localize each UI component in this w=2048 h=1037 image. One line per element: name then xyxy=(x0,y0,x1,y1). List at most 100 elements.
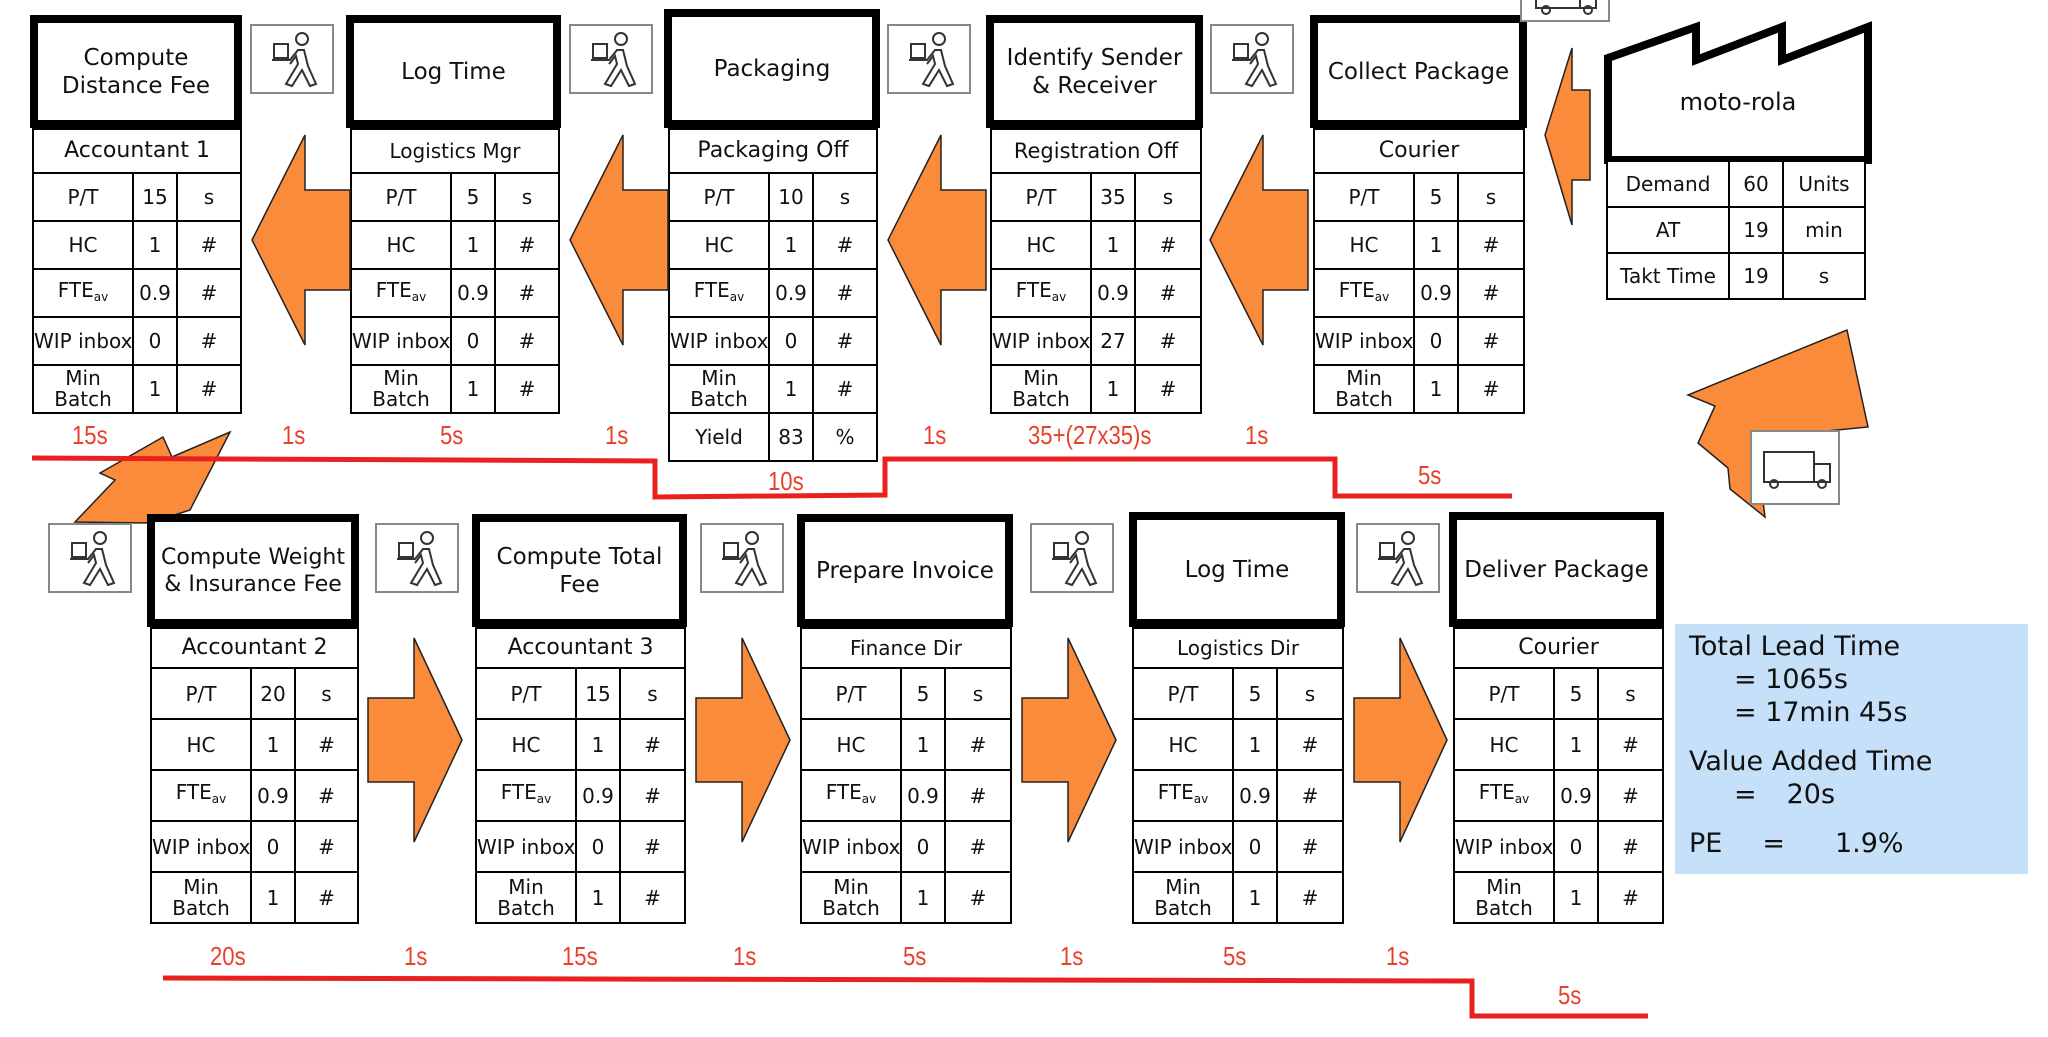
demand-value: 60 xyxy=(1728,160,1784,208)
batch-value: 1 xyxy=(1553,871,1599,924)
fte-value: 0.9 xyxy=(250,769,296,822)
at-unit: min xyxy=(1782,206,1866,254)
batch-unit: # xyxy=(1134,364,1202,414)
fte-label: FTEav xyxy=(800,769,902,822)
wip-value: 27 xyxy=(1090,316,1136,366)
pt-unit: s xyxy=(618,667,687,720)
hc-value: 1 xyxy=(1553,718,1599,771)
pt-label: P/T xyxy=(350,172,452,222)
pt-unit: s xyxy=(1275,667,1345,720)
hc-label: HC xyxy=(1313,220,1415,270)
wip-value: 0 xyxy=(575,820,621,873)
process-box-compute-weight-insurance-fee[interactable]: Compute Weight & Insurance Fee xyxy=(147,514,359,627)
pt-value: 5 xyxy=(900,667,946,720)
process-box-deliver-package[interactable]: Deliver Package xyxy=(1449,512,1664,627)
push-arrow-icon xyxy=(1021,637,1117,843)
operator-walking-icon xyxy=(700,523,784,593)
pt-unit: s xyxy=(175,172,243,222)
operator-walking-icon xyxy=(1356,523,1440,593)
hc-unit: # xyxy=(618,718,687,771)
process-owner: Accountant 1 xyxy=(31,128,243,174)
timeline-label: 1s xyxy=(923,420,947,450)
fte-unit: # xyxy=(493,268,561,318)
fte-value: 0.9 xyxy=(1413,268,1459,318)
fte-unit: # xyxy=(1596,769,1665,822)
fte-label: FTEav xyxy=(1132,769,1234,822)
pt-value: 15 xyxy=(575,667,621,720)
pt-label: P/T xyxy=(990,172,1092,222)
batch-unit: # xyxy=(175,364,243,414)
hc-unit: # xyxy=(1456,220,1526,270)
process-owner: Registration Off xyxy=(990,128,1202,174)
wip-unit: # xyxy=(293,820,360,873)
pt-unit: s xyxy=(493,172,561,222)
hc-value: 1 xyxy=(1232,718,1278,771)
batch-value: 1 xyxy=(1090,364,1136,414)
hc-value: 1 xyxy=(575,718,621,771)
timeline-label: 5s xyxy=(1223,941,1247,971)
batch-value: 1 xyxy=(1413,364,1459,414)
process-box-packaging[interactable]: Packaging xyxy=(664,9,880,128)
batch-label: Min Batch xyxy=(668,364,770,414)
fte-value: 0.9 xyxy=(1090,268,1136,318)
process-title: Compute Weight & Insurance Fee xyxy=(161,544,345,597)
hc-unit: # xyxy=(175,220,243,270)
total-lead-time-minutes: = 17min 45s xyxy=(1734,697,1908,728)
timeline-label: 1s xyxy=(605,420,629,450)
process-owner: Accountant 2 xyxy=(149,627,360,669)
process-title: Packaging xyxy=(713,55,831,82)
timeline-label: 1s xyxy=(733,941,757,971)
wip-label: WIP inbox xyxy=(150,820,252,873)
yield-unit: % xyxy=(811,412,879,462)
process-box-log-time[interactable]: Log Time xyxy=(1129,512,1345,627)
batch-label: Min Batch xyxy=(350,364,452,414)
wip-value: 0 xyxy=(450,316,496,366)
process-box-collect-package[interactable]: Collect Package xyxy=(1310,15,1527,128)
batch-unit: # xyxy=(811,364,879,414)
timeline-label: 1s xyxy=(1245,420,1269,450)
pt-value: 5 xyxy=(450,172,496,222)
at-label: AT xyxy=(1606,206,1730,254)
hc-value: 1 xyxy=(900,718,946,771)
takt-label: Takt Time xyxy=(1606,252,1730,300)
batch-unit: # xyxy=(293,871,360,924)
fte-unit: # xyxy=(175,268,243,318)
process-box-prepare-invoice[interactable]: Prepare Invoice xyxy=(797,514,1013,627)
wip-value: 0 xyxy=(1553,820,1599,873)
truck-icon xyxy=(1750,430,1840,505)
batch-label: Min Batch xyxy=(990,364,1092,414)
fte-value: 0.9 xyxy=(1553,769,1599,822)
fte-label: FTEav xyxy=(475,769,577,822)
process-owner: Logistics Mgr xyxy=(349,128,561,174)
process-title: Identify Sender & Receiver xyxy=(1006,44,1183,99)
process-box-log-time[interactable]: Log Time xyxy=(346,15,561,128)
timeline-label: 15s xyxy=(562,941,598,971)
fte-label: FTEav xyxy=(1453,769,1555,822)
pt-unit: s xyxy=(293,667,360,720)
process-box-identify-sender-receiver[interactable]: Identify Sender & Receiver xyxy=(986,15,1203,128)
timeline-label: 5s xyxy=(1418,460,1442,490)
hc-value: 1 xyxy=(1090,220,1136,270)
hc-unit: # xyxy=(1596,718,1665,771)
process-owner: Logistics Dir xyxy=(1131,627,1345,669)
hc-value: 1 xyxy=(132,220,178,270)
timeline-label: 1s xyxy=(1060,941,1084,971)
process-box-compute-distance-fee[interactable]: Compute Distance Fee xyxy=(30,15,242,128)
process-owner: Courier xyxy=(1312,128,1526,174)
push-arrow-icon xyxy=(1544,47,1591,226)
total-lead-time-seconds: = 1065s xyxy=(1734,664,1848,695)
hc-label: HC xyxy=(1132,718,1234,771)
process-title: Deliver Package xyxy=(1464,556,1649,583)
process-title: Prepare Invoice xyxy=(816,557,994,584)
takt-unit: s xyxy=(1782,252,1866,300)
process-box-compute-total-fee[interactable]: Compute Total Fee xyxy=(472,514,687,627)
process-title: Collect Package xyxy=(1327,58,1510,85)
fte-value: 0.9 xyxy=(450,268,496,318)
wip-label: WIP inbox xyxy=(475,820,577,873)
fte-value: 0.9 xyxy=(132,268,178,318)
process-owner: Courier xyxy=(1452,627,1665,669)
fte-unit: # xyxy=(811,268,879,318)
